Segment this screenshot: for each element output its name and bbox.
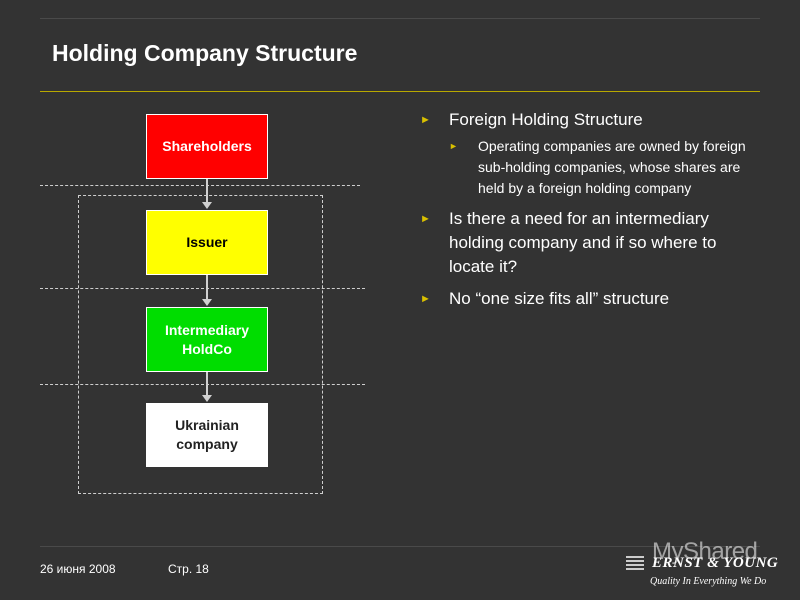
bullet-text: Is there a need for an intermediary hold… — [449, 209, 717, 276]
logo-name: ERNST & YOUNG — [652, 555, 779, 571]
edge-issuer-holdco — [202, 275, 212, 306]
holding-structure-diagram: Shareholders Issuer Intermediary HoldCo … — [0, 0, 400, 540]
page-title: Holding Company Structure — [52, 40, 358, 66]
triangle-right-icon: ► — [420, 213, 431, 225]
bullet-item: ► Foreign Holding Structure ► Operating … — [420, 108, 765, 199]
edge-shareholders-issuer — [202, 179, 212, 209]
title-underline — [40, 91, 760, 92]
logo-tagline: Quality In Everything We Do — [650, 576, 767, 587]
bullet-text: No “one size fits all” structure — [449, 289, 670, 308]
triangle-right-icon: ► — [449, 141, 458, 151]
bullet-text: Foreign Holding Structure — [449, 110, 643, 129]
boundary-line-2 — [40, 288, 365, 289]
holding-group-boundary — [78, 195, 323, 494]
bullet-item: ► Is there a need for an intermediary ho… — [420, 207, 765, 279]
watermark-text: MyShared — [652, 538, 758, 565]
triangle-right-icon: ► — [420, 114, 431, 126]
boundary-line-1 — [40, 185, 360, 186]
footer-divider — [40, 546, 760, 547]
node-intermediary-holdco: Intermediary HoldCo — [146, 307, 268, 372]
top-divider — [40, 18, 760, 19]
footer-page-number: Стр. 18 — [168, 562, 209, 576]
bullet-item: ► No “one size fits all” structure — [420, 287, 765, 311]
footer-date: 26 июня 2008 — [40, 562, 116, 576]
company-logo: MyShared ERNST & YOUNG Quality In Everyt… — [612, 535, 782, 595]
ey-logo-icon — [626, 556, 644, 570]
edge-holdco-ukrainian — [202, 372, 212, 402]
sub-bullet-text: Operating companies are owned by foreign… — [478, 138, 746, 196]
sub-bullet-item: ► Operating companies are owned by forei… — [449, 136, 765, 199]
node-shareholders: Shareholders — [146, 114, 268, 179]
bullet-list: ► Foreign Holding Structure ► Operating … — [420, 108, 765, 319]
triangle-right-icon: ► — [420, 293, 431, 305]
boundary-line-3 — [40, 384, 365, 385]
node-issuer: Issuer — [146, 210, 268, 275]
node-ukrainian-company: Ukrainian company — [146, 403, 268, 467]
